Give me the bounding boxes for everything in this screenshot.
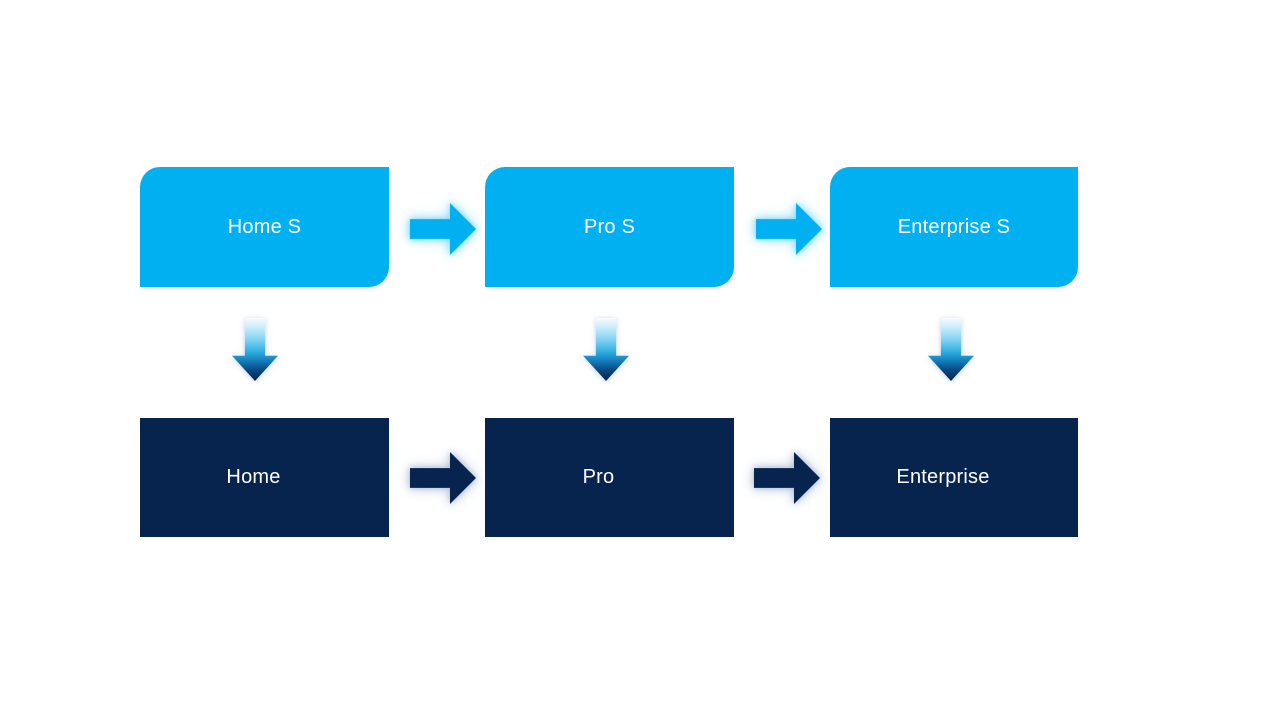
right-arrow-shape — [754, 452, 820, 504]
down-arrow-icon — [928, 318, 974, 381]
down-arrow-shape — [928, 318, 974, 381]
right-arrow-icon — [410, 452, 476, 504]
node-home-s: Home S — [140, 167, 389, 287]
node-home-label: Home — [226, 466, 281, 488]
node-pro: Pro — [485, 418, 734, 537]
right-arrow-shape — [756, 203, 822, 255]
right-arrow-icon — [756, 203, 822, 255]
down-arrow-icon — [232, 318, 278, 381]
right-arrow-shape — [410, 203, 476, 255]
down-arrow-icon — [583, 318, 629, 381]
down-arrow-shape — [232, 318, 278, 381]
right-arrow-icon — [754, 452, 820, 504]
node-enterprise-s-label: Enterprise S — [897, 215, 1011, 238]
node-pro-label: Pro — [582, 466, 615, 488]
node-enterprise-s: Enterprise S — [830, 167, 1078, 287]
node-home-s-label: Home S — [227, 215, 302, 238]
node-pro-s-label: Pro S — [583, 215, 636, 238]
node-enterprise-label: Enterprise — [896, 466, 990, 488]
node-pro-s: Pro S — [485, 167, 734, 287]
right-arrow-icon — [410, 203, 476, 255]
down-arrow-shape — [583, 318, 629, 381]
node-home: Home — [140, 418, 389, 537]
right-arrow-shape — [410, 452, 476, 504]
node-enterprise: Enterprise — [830, 418, 1078, 537]
